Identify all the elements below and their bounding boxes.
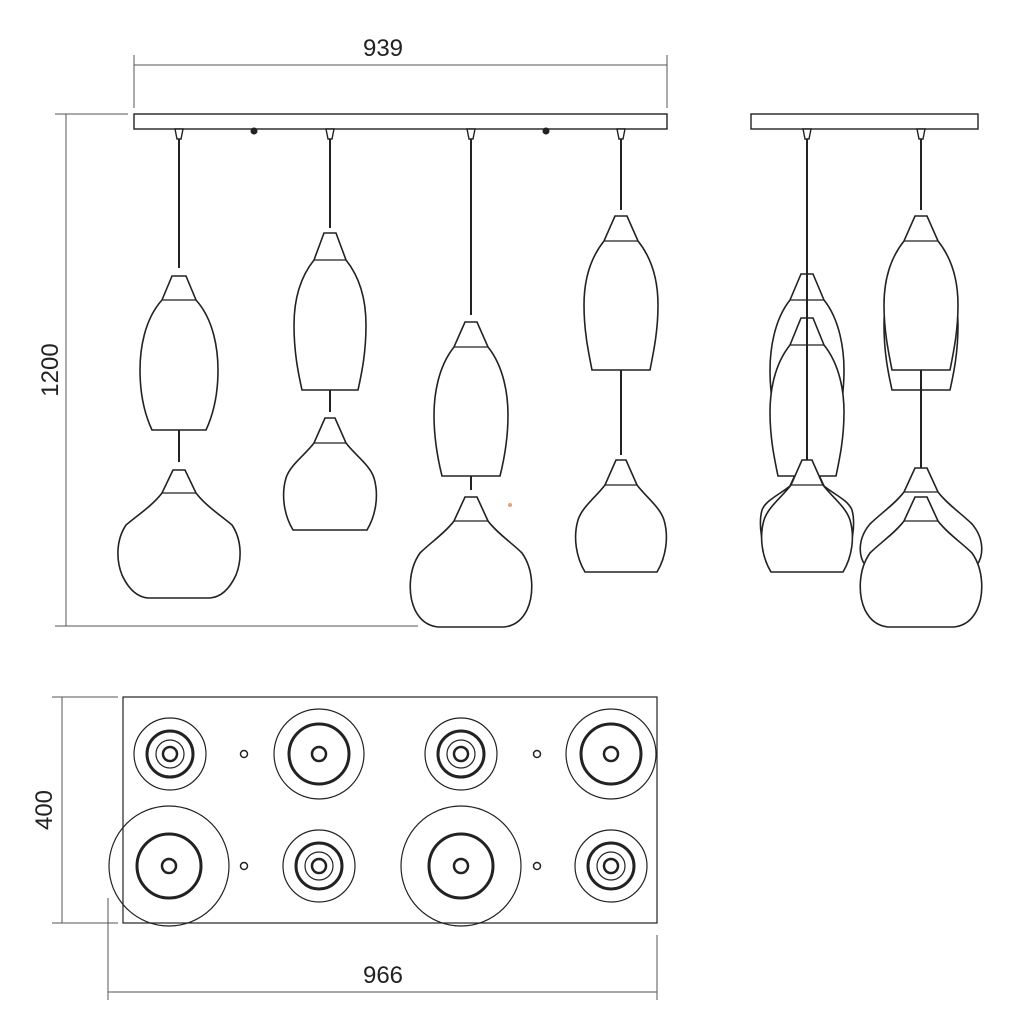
- top-screws: [239, 749, 542, 871]
- marker-dot: [508, 503, 512, 507]
- side-pendants-left: [759, 128, 855, 573]
- side-view: [750, 113, 983, 628]
- front-screw-1: [250, 127, 258, 135]
- front-canopy-bar: [133, 113, 668, 130]
- side-pendants-right: [859, 128, 983, 628]
- front-pendant-2: [282, 128, 378, 531]
- top-shade-r1c2: [273, 708, 365, 800]
- top-view: 400 966: [31, 696, 658, 1000]
- top-shade-r1c1: [133, 717, 207, 791]
- front-pendant-4: [574, 128, 668, 573]
- top-canopy-plate: [122, 696, 658, 924]
- top-shade-r1c3: [424, 717, 498, 791]
- width-dimension-front: 939: [133, 35, 668, 108]
- depth-dimension: 400: [31, 696, 118, 924]
- front-screw-2: [542, 127, 550, 135]
- top-shade-r2c2: [282, 829, 356, 903]
- top-shade-r1c4: [565, 708, 657, 800]
- top-shade-r2c3: [400, 805, 522, 927]
- top-shade-r2c1: [108, 805, 230, 927]
- front-view: 939 1200: [37, 35, 668, 628]
- width-label-front: 939: [363, 35, 403, 62]
- height-label: 1200: [37, 343, 64, 396]
- depth-label: 400: [31, 790, 58, 830]
- length-dimension: 966: [107, 898, 658, 1000]
- length-label: 966: [363, 962, 403, 989]
- side-canopy-bar: [750, 113, 979, 130]
- height-dimension: 1200: [37, 113, 418, 627]
- top-shade-r2c4: [574, 829, 648, 903]
- front-pendant-3: [409, 128, 533, 628]
- front-pendant-1: [117, 128, 241, 599]
